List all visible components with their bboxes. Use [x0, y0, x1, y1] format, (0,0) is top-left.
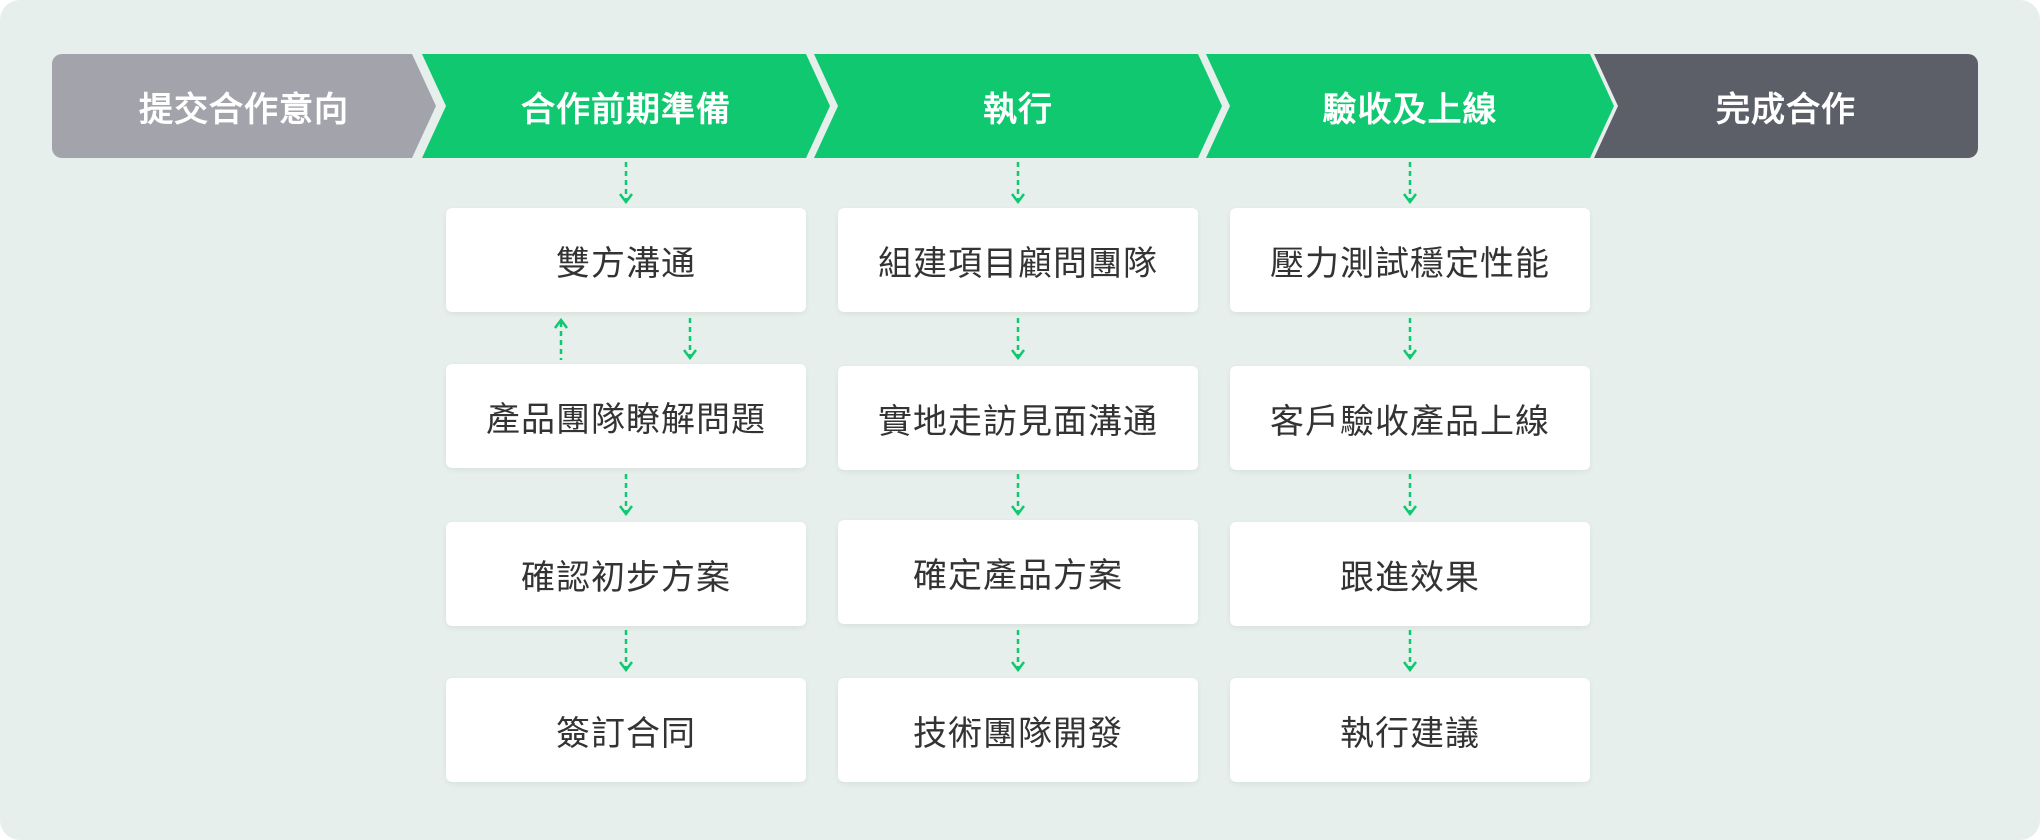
stage-label: 完成合作 [1716, 89, 1856, 130]
step-card: 組建項目顧問團隊 [838, 208, 1198, 312]
dashed-arrow-down-icon [1403, 630, 1417, 672]
dashed-arrow-down-icon [1011, 318, 1025, 360]
step-card: 實地走訪見面溝通 [838, 366, 1198, 470]
stage-label: 執行 [983, 89, 1053, 130]
stage-acceptance: 驗收及上線 [1206, 54, 1614, 158]
stage-preparation: 合作前期準備 [422, 54, 830, 158]
step-card: 確認初步方案 [446, 522, 806, 626]
dashed-arrow-down-icon [1011, 474, 1025, 516]
stage-label: 提交合作意向 [139, 89, 349, 130]
step-label: 跟進效果 [1340, 557, 1480, 598]
step-card: 客戶驗收產品上線 [1230, 366, 1590, 470]
step-label: 簽訂合同 [556, 713, 696, 754]
stage-label: 驗收及上線 [1322, 89, 1498, 130]
stage-label: 合作前期準備 [521, 89, 731, 130]
dashed-arrow-down-icon [683, 318, 697, 360]
dashed-arrow-down-icon [619, 630, 633, 672]
dashed-arrow-down-icon [1403, 162, 1417, 204]
dashed-arrow-down-icon [1011, 630, 1025, 672]
step-card: 簽訂合同 [446, 678, 806, 782]
dashed-arrow-down-icon [619, 474, 633, 516]
step-label: 產品團隊瞭解問題 [486, 399, 766, 440]
step-label: 客戶驗收產品上線 [1270, 401, 1550, 442]
dashed-arrow-down-icon [1011, 162, 1025, 204]
step-label: 確認初步方案 [521, 557, 731, 598]
step-label: 技術團隊開發 [913, 713, 1123, 754]
step-card: 產品團隊瞭解問題 [446, 364, 806, 468]
dashed-arrow-up-icon [554, 318, 568, 360]
dashed-arrow-down-icon [1403, 474, 1417, 516]
stage-execution: 執行 [814, 54, 1222, 158]
step-label: 執行建議 [1340, 713, 1480, 754]
dashed-arrow-down-icon [619, 162, 633, 204]
stage-submit-intent: 提交合作意向 [52, 54, 436, 158]
step-card: 雙方溝通 [446, 208, 806, 312]
stage-complete: 完成合作 [1594, 54, 1978, 158]
step-label: 實地走訪見面溝通 [878, 401, 1158, 442]
step-label: 組建項目顧問團隊 [878, 243, 1158, 284]
step-card: 確定產品方案 [838, 520, 1198, 624]
step-label: 確定產品方案 [913, 555, 1123, 596]
step-label: 壓力測試穩定性能 [1270, 243, 1550, 284]
step-card: 跟進效果 [1230, 522, 1590, 626]
step-card: 技術團隊開發 [838, 678, 1198, 782]
dashed-arrow-down-icon [1403, 318, 1417, 360]
step-label: 雙方溝通 [556, 243, 696, 284]
step-card: 壓力測試穩定性能 [1230, 208, 1590, 312]
step-card: 執行建議 [1230, 678, 1590, 782]
